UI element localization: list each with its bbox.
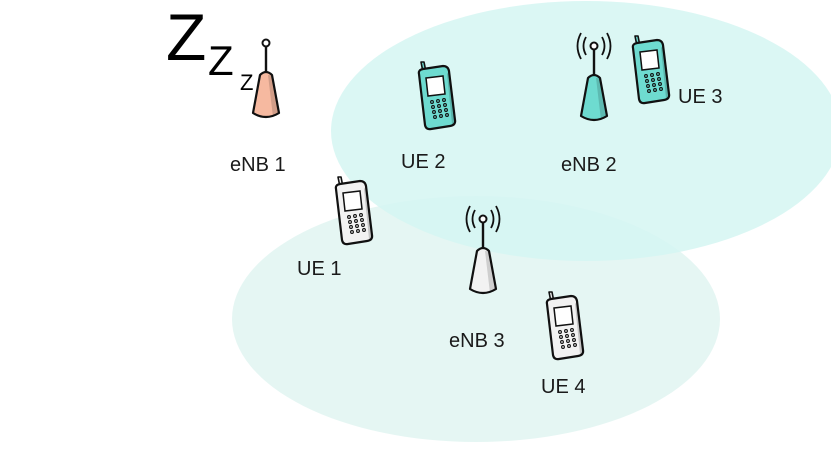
enb2-label: eNB 2 (561, 154, 617, 176)
ue3-label: UE 3 (678, 86, 723, 108)
ue2-mobile-phone-icon (417, 60, 457, 131)
sleep-indicator-z-large: Z (166, 0, 207, 74)
enb1-label: eNB 1 (230, 154, 286, 176)
sleep-indicator-z-medium: Z (208, 37, 234, 84)
ue2-label: UE 2 (401, 151, 446, 173)
ue1-mobile-phone-icon (334, 175, 374, 246)
sleep-indicator-z-small: Z (240, 70, 254, 95)
enb2-coverage-area (331, 1, 831, 261)
ue4-label: UE 4 (541, 376, 586, 398)
ue1-label: UE 1 (297, 258, 342, 280)
ue3-mobile-phone-icon (631, 34, 671, 105)
enb3-label: eNB 3 (449, 330, 505, 352)
enb1-base-station-icon (251, 38, 281, 119)
ue4-mobile-phone-icon (545, 290, 585, 361)
